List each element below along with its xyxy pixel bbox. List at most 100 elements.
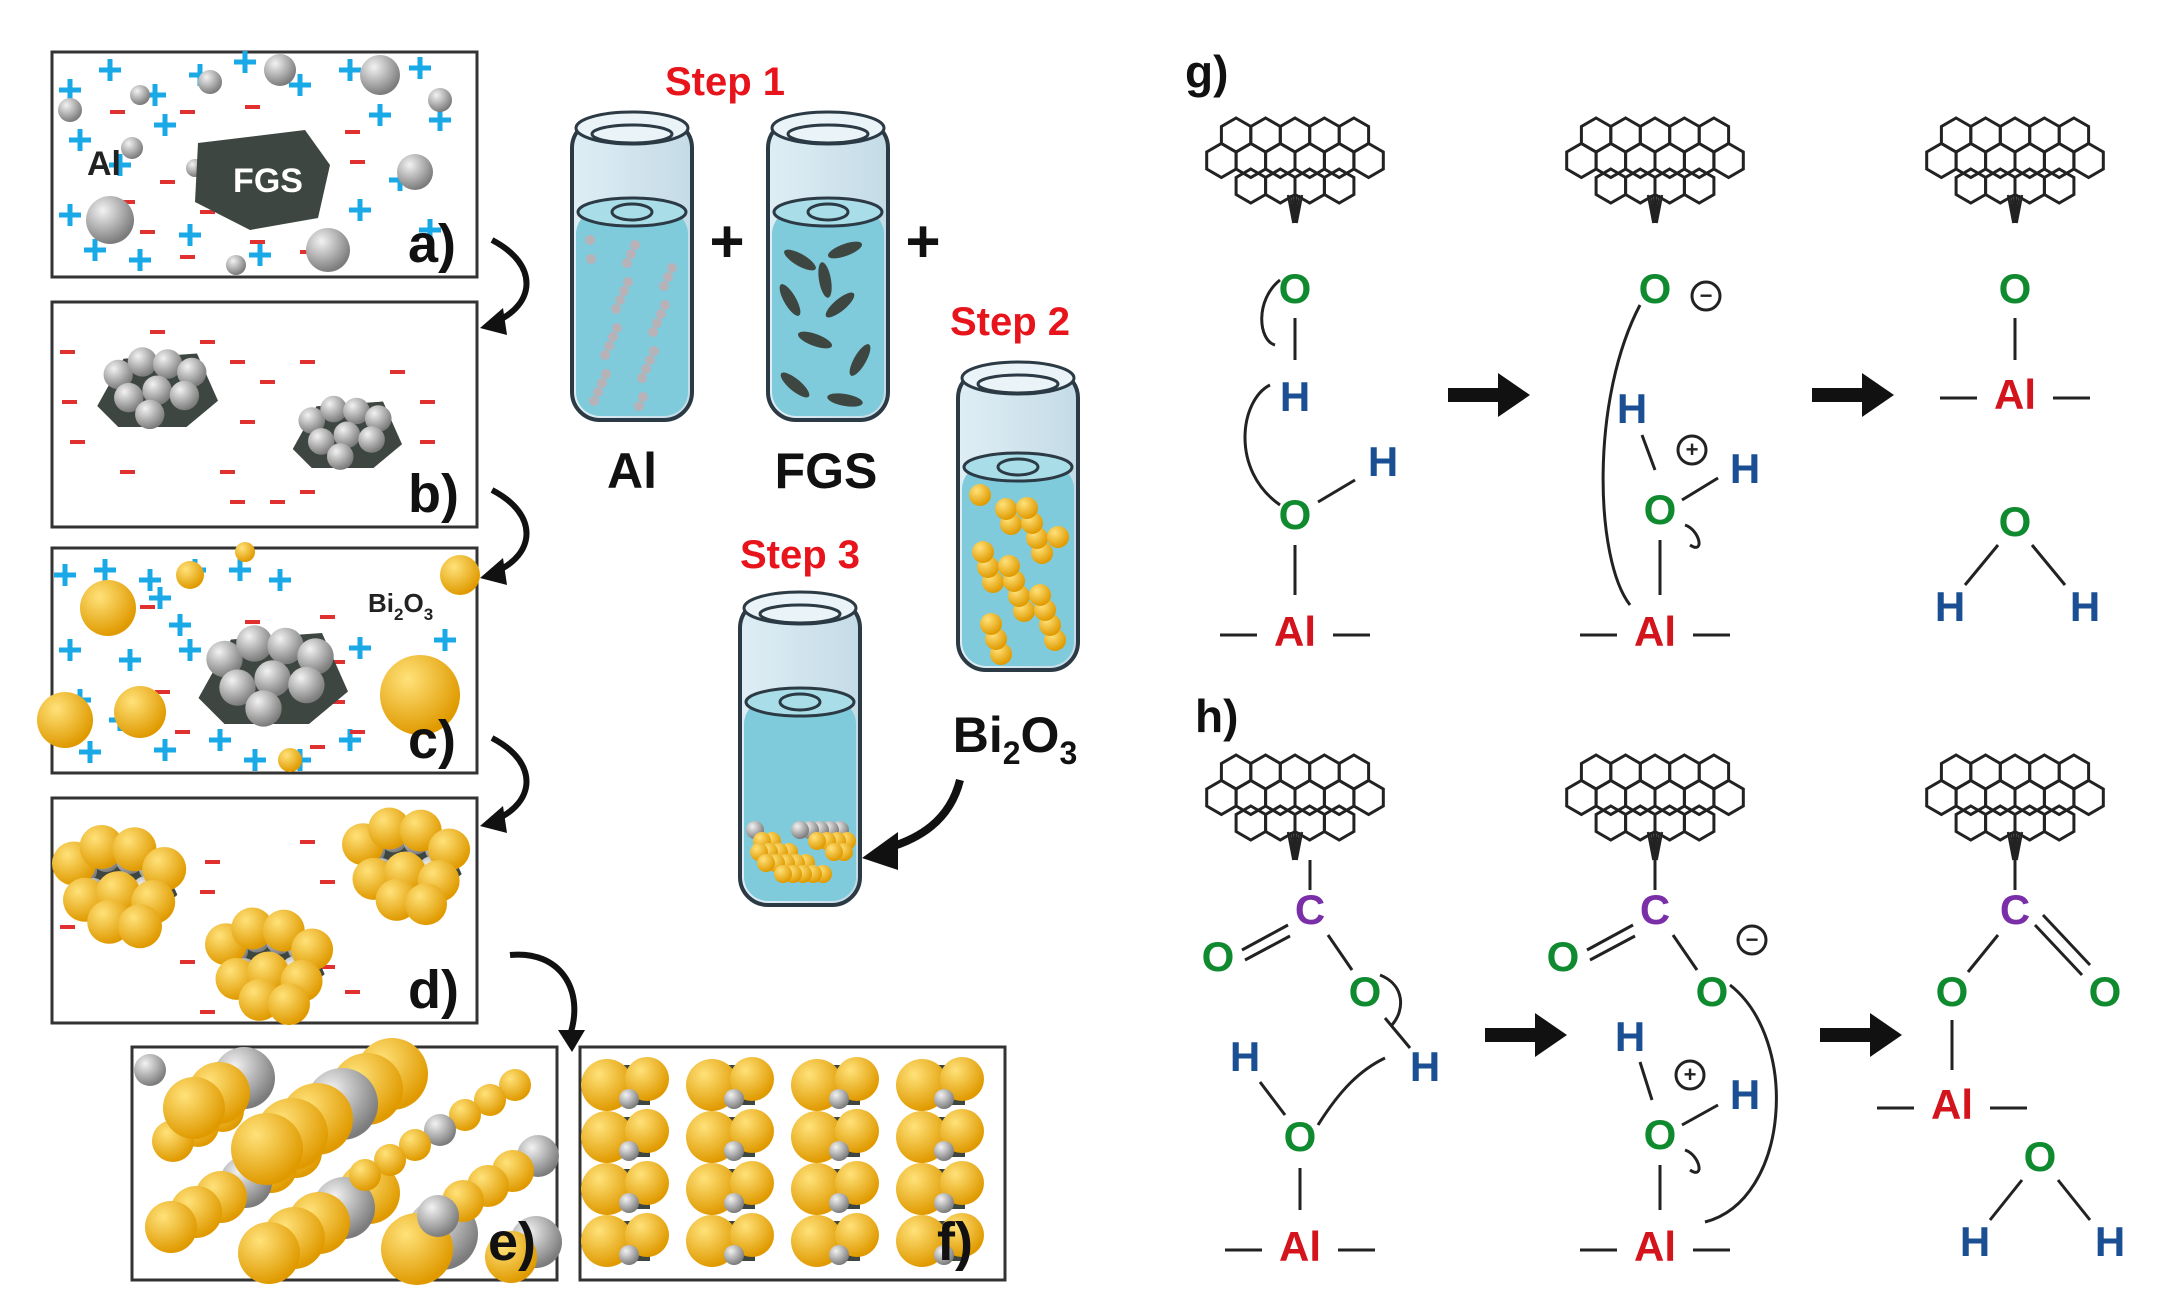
al-sphere — [114, 382, 144, 413]
vial-rim-inner — [976, 373, 1060, 395]
charge-circle — [1676, 434, 1708, 466]
bond — [1586, 923, 1634, 952]
al-particle — [630, 240, 640, 250]
al-particle — [626, 249, 636, 259]
al-sphere — [135, 399, 165, 430]
hexagon — [1682, 778, 1716, 817]
plus-charge — [357, 637, 363, 659]
minus-charge — [330, 660, 345, 664]
al-particle — [619, 286, 629, 296]
minus-charge — [180, 255, 195, 259]
al-sphere — [86, 196, 134, 244]
al-sphere — [326, 443, 354, 470]
plus-charge — [427, 219, 433, 241]
al-sphere — [254, 660, 291, 697]
fgs-flake — [827, 393, 863, 407]
atom-h: H — [1230, 1033, 1260, 1080]
minus-charge — [200, 1010, 215, 1014]
plus-charge — [437, 109, 443, 131]
charge-circle — [1690, 280, 1722, 312]
bi2o3-sphere — [235, 542, 255, 562]
al-sphere — [934, 1245, 954, 1265]
bi2o3-particle — [1029, 584, 1051, 606]
synthesis-steps: Step 1 Step 2 Step 3 + + Al FGS Bi2O3 — [570, 60, 1080, 907]
minus-charge — [220, 470, 235, 474]
graphene-fragment — [1925, 116, 2105, 224]
al-particle — [612, 323, 622, 333]
positive-charges — [54, 559, 456, 771]
bond — [1671, 934, 1699, 971]
bonds — [1220, 318, 2092, 1252]
vial-liquid-surface — [576, 196, 688, 228]
vial-rim-inner — [786, 123, 870, 145]
al-sphere — [829, 1141, 849, 1161]
hexagon — [1234, 167, 1268, 205]
bond — [1963, 544, 2000, 586]
bi2o3-sphere — [440, 555, 480, 595]
atom-o: O — [1999, 498, 2032, 545]
plus-charge — [277, 569, 283, 591]
hexagon — [1205, 778, 1238, 817]
graphene-fragment — [1205, 116, 1385, 224]
bond — [2041, 913, 2092, 967]
hexagon — [1264, 778, 1297, 817]
charge-sign: + — [1686, 437, 1699, 462]
minus-charge — [140, 605, 155, 609]
minus-charge — [320, 965, 335, 969]
bond — [1640, 434, 1657, 471]
vial-rim — [574, 110, 690, 146]
vial-rim — [742, 590, 858, 626]
al-particle — [608, 332, 618, 342]
atom-al: Al — [1994, 371, 2036, 418]
al-particle — [634, 401, 644, 411]
atom-o: O — [2024, 1133, 2057, 1180]
vial-al — [570, 110, 694, 422]
minus-charge — [300, 490, 315, 494]
panel-f-label: f) — [937, 1212, 973, 1272]
bi2o3-sphere — [730, 1057, 774, 1101]
al-sphere — [364, 405, 392, 432]
atom-o: O — [1279, 265, 1312, 312]
reaction-arrow — [1485, 1028, 1537, 1042]
graphene-fragments — [1205, 116, 2105, 861]
minus-charge — [140, 230, 155, 234]
fgs-flake — [779, 284, 801, 316]
charge-sign: − — [1700, 283, 1713, 308]
al-particle — [648, 327, 658, 337]
panel-b-content — [60, 330, 435, 504]
bond — [2030, 544, 2067, 586]
plus-charge — [147, 569, 153, 591]
hexagon — [1954, 778, 1988, 817]
composite-particle — [774, 865, 792, 883]
al-particle — [667, 263, 677, 273]
bi2o3-sphere — [625, 1109, 669, 1153]
bi2o3-particle — [995, 498, 1017, 520]
composite-particle — [757, 854, 775, 872]
al-sphere — [206, 640, 243, 678]
hexagon — [2042, 804, 2076, 842]
hashed-bond — [2015, 831, 2024, 861]
plus-charge — [252, 749, 258, 771]
bi2o3-sphere — [449, 1099, 481, 1131]
panel-c-label: c) — [408, 710, 456, 770]
al-particle — [641, 364, 651, 374]
step3-arrow-head — [862, 832, 898, 870]
al-label: Al — [87, 145, 121, 183]
vial-rim — [960, 360, 1076, 396]
arrow-c-d — [490, 735, 530, 823]
plus-sign-2: + — [905, 208, 940, 275]
vial-bi2o3 — [956, 360, 1080, 672]
bi2o3-sphere — [499, 1069, 531, 1101]
bi2o3-sphere — [730, 1213, 774, 1257]
vial-liquid-surface — [772, 196, 884, 228]
fgs-flake — [849, 344, 871, 376]
al-sphere — [298, 407, 326, 434]
bond — [1589, 934, 1636, 962]
atom-o: O — [1349, 968, 1382, 1015]
minus-charge — [60, 350, 75, 354]
minus-charge — [62, 400, 77, 404]
al-sphere — [236, 625, 273, 662]
reaction-arrow — [1448, 388, 1500, 402]
bi2o3-sphere — [268, 983, 310, 1026]
hexagon — [1565, 778, 1598, 817]
